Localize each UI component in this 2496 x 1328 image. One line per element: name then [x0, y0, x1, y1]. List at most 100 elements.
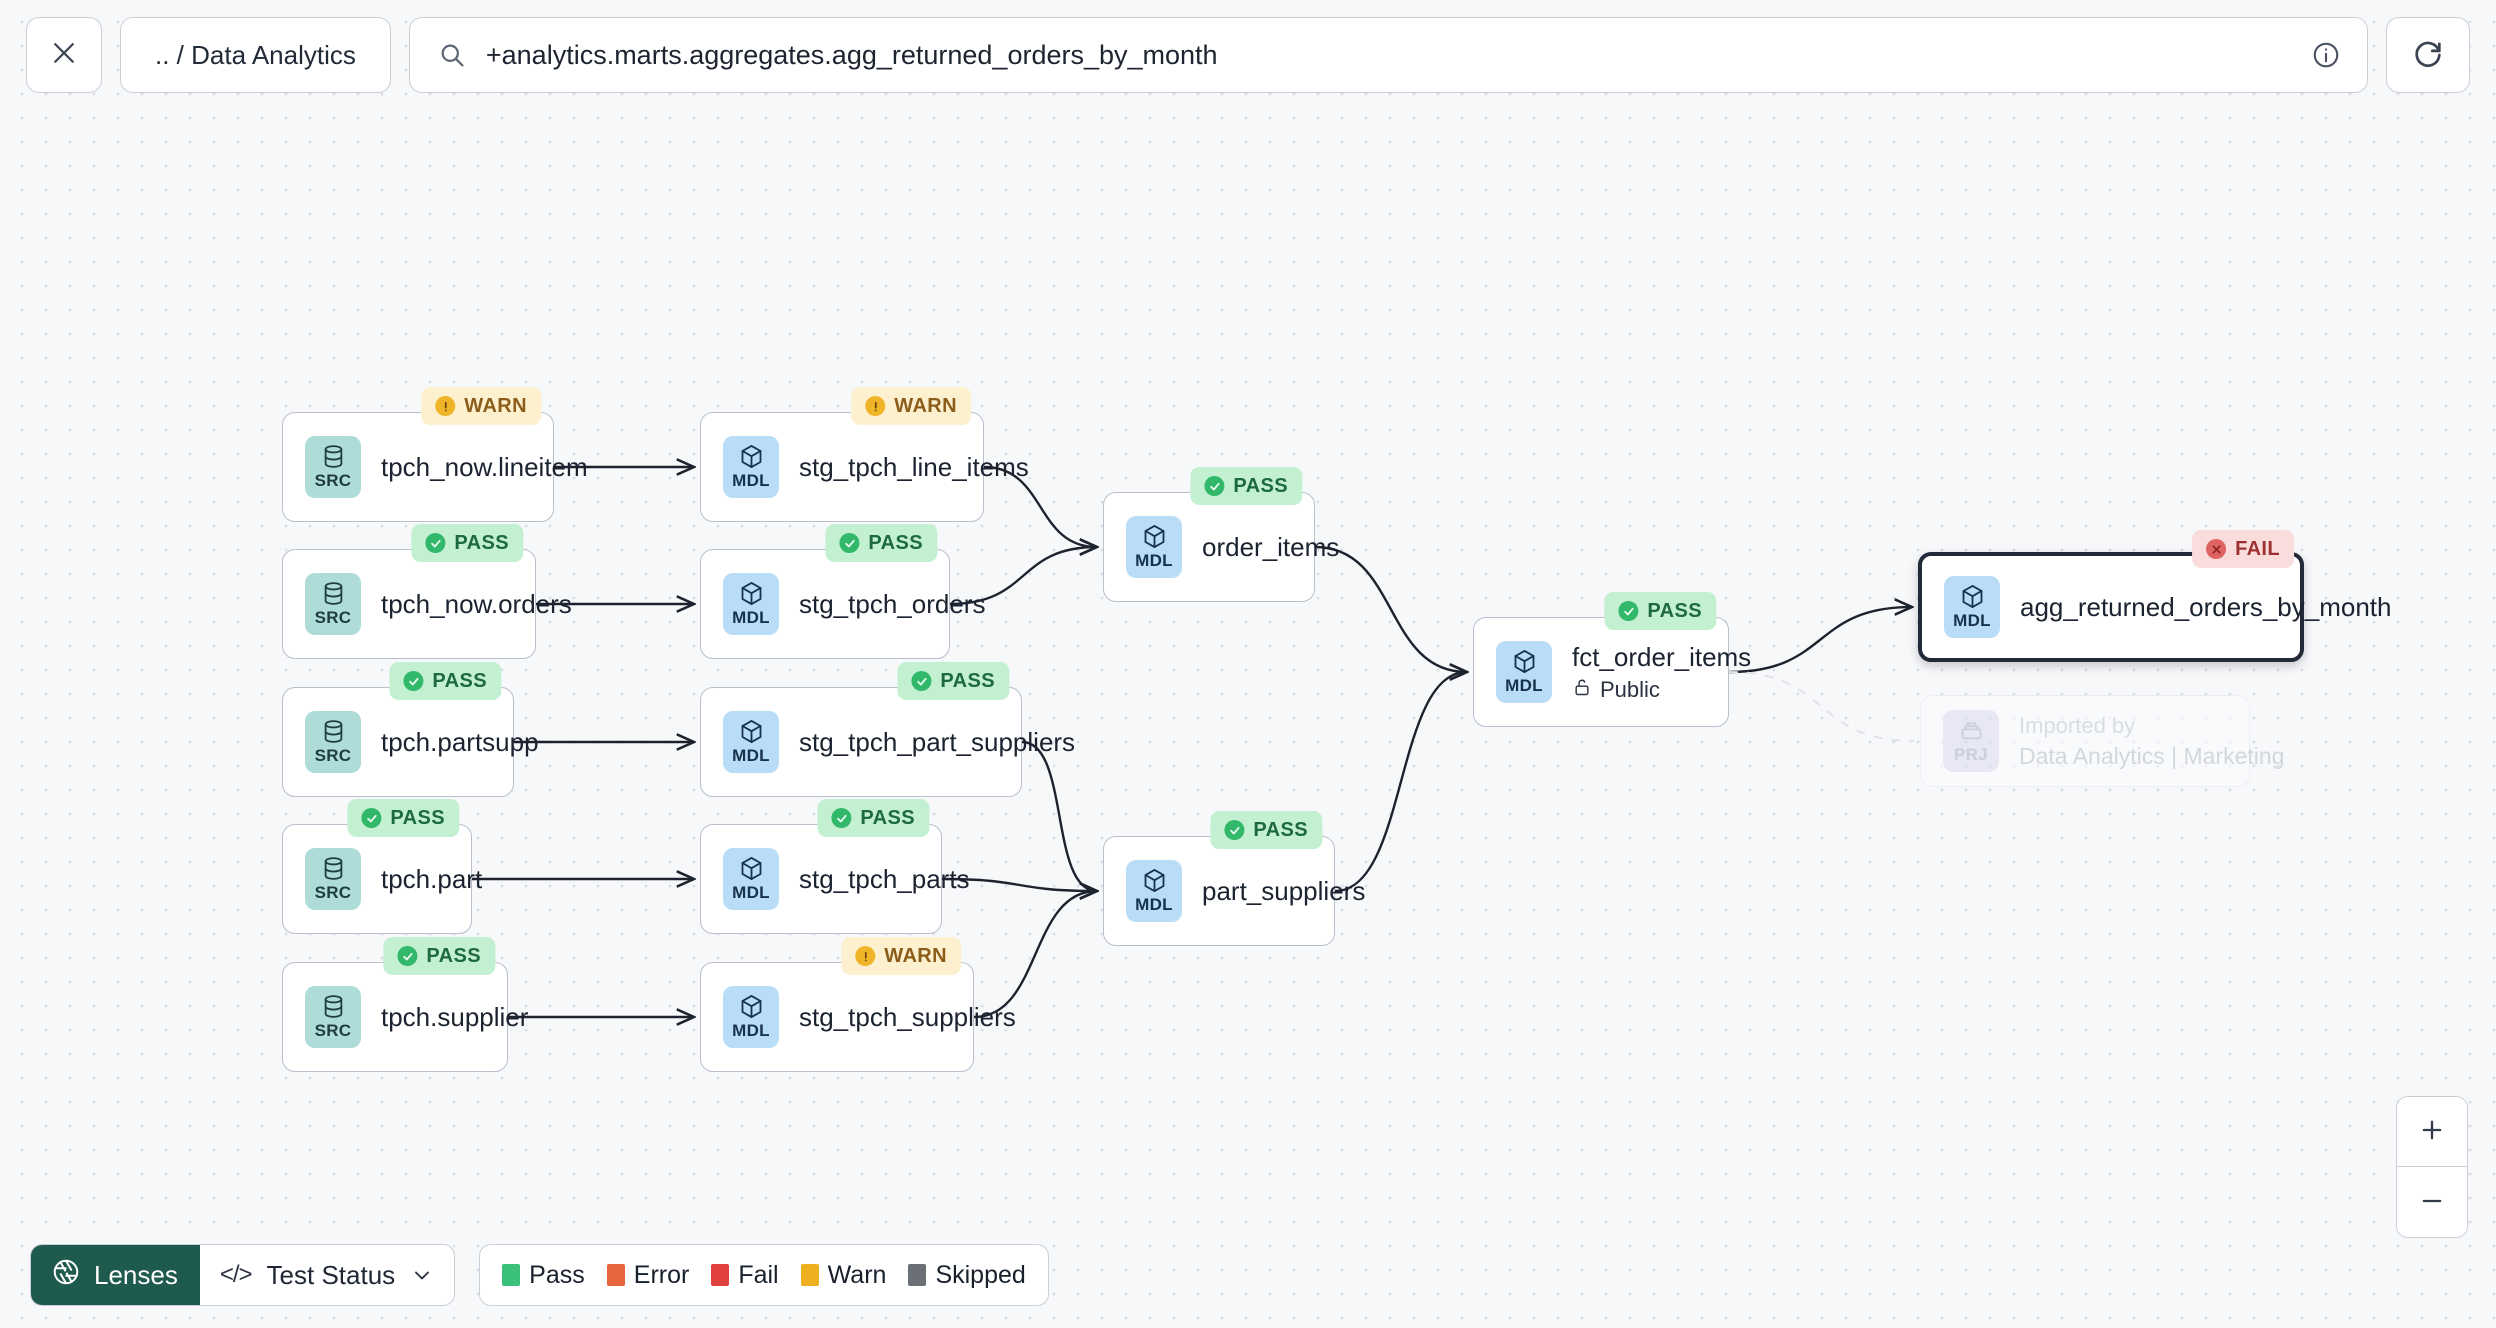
- legend-item-error[interactable]: Error: [606, 1260, 690, 1290]
- pass-status-icon: [425, 533, 446, 553]
- mdl-kind-icon: MDL: [1944, 576, 2000, 638]
- node-body: stg_tpch_suppliers: [799, 1001, 1016, 1033]
- node-pretitle: Imported by: [2019, 712, 2136, 738]
- graph-node-tpch_part[interactable]: SRC tpch.part PASS: [282, 799, 483, 934]
- status-badge-label: PASS: [390, 806, 445, 829]
- status-badge-label: PASS: [860, 806, 915, 829]
- status-badge-pass: PASS: [389, 662, 501, 700]
- legend-item-fail[interactable]: Fail: [711, 1261, 779, 1290]
- node-title: stg_tpch_line_items: [799, 451, 1029, 482]
- info-icon[interactable]: [2311, 40, 2341, 70]
- edge-fct_order_items-to-agg_returned_orders_by_month: [1728, 607, 1912, 674]
- status-badge-pass: PASS: [1190, 467, 1302, 505]
- pass-status-icon: [839, 533, 860, 553]
- legend-label: Warn: [827, 1260, 887, 1289]
- legend-item-skipped[interactable]: Skipped: [908, 1260, 1026, 1290]
- status-badge-pass: PASS: [1210, 811, 1322, 849]
- edge-order_items-to-fct_order_items: [1314, 545, 1467, 672]
- lenses-button[interactable]: Lenses: [31, 1245, 200, 1305]
- node-title: order_items: [1202, 531, 1340, 562]
- status-badge-label: FAIL: [2235, 537, 2280, 560]
- edge-part_suppliers-to-fct_order_items: [1334, 672, 1467, 893]
- legend-label: Error: [633, 1260, 690, 1289]
- graph-node-stg_tpch_suppliers[interactable]: MDL stg_tpch_suppliers WARN: [700, 937, 1016, 1072]
- pass-status-icon: [831, 808, 852, 828]
- search-bar[interactable]: +analytics.marts.aggregates.agg_returned…: [408, 17, 2368, 93]
- graph-node-tpch_partsupp[interactable]: SRC tpch.partsupp PASS: [282, 662, 539, 797]
- warn-status-icon: [855, 946, 876, 966]
- warn-status-icon: [865, 396, 886, 416]
- status-badge-label: PASS: [1233, 474, 1288, 497]
- node-body: stg_tpch_orders: [799, 589, 985, 620]
- status-badge-label: PASS: [432, 669, 487, 692]
- node-title: tpch.supplier: [381, 1001, 529, 1032]
- legend-item-warn[interactable]: Warn: [800, 1260, 887, 1290]
- graph-node-stg_tpch_parts[interactable]: MDL stg_tpch_parts PASS: [700, 799, 970, 934]
- node-body: tpch.part: [381, 863, 483, 895]
- pass-status-icon: [361, 808, 382, 828]
- zoom-in-button[interactable]: [2397, 1097, 2467, 1167]
- status-badge-pass: PASS: [825, 524, 937, 562]
- node-title: tpch.part: [381, 863, 483, 894]
- node-subtitle: Public: [1572, 677, 1728, 703]
- mdl-kind-icon: MDL: [723, 986, 779, 1048]
- status-badge-label: PASS: [454, 531, 509, 554]
- graph-node-agg_returned_orders_by_month[interactable]: MDL agg_returned_orders_by_month FAIL: [1918, 530, 2391, 662]
- pass-status-icon: [1618, 601, 1639, 621]
- status-badge-label: PASS: [868, 531, 923, 554]
- pass-status-icon: [403, 671, 424, 691]
- close-button[interactable]: [26, 17, 102, 93]
- search-input[interactable]: +analytics.marts.aggregates.agg_returned…: [485, 39, 1218, 70]
- breadcrumb[interactable]: .. / Data Analytics: [120, 17, 391, 93]
- search-icon: [438, 41, 466, 69]
- node-title: tpch.partsupp: [381, 726, 539, 757]
- node-body: order_items: [1202, 531, 1340, 563]
- node-title: fct_order_items: [1572, 641, 1752, 672]
- pass-status-icon: [1204, 476, 1225, 496]
- zoom-out-button[interactable]: [2397, 1167, 2467, 1237]
- legend-swatch: [606, 1264, 625, 1286]
- status-badge-label: PASS: [940, 669, 995, 692]
- code-icon: </>: [219, 1261, 253, 1288]
- legend-swatch: [711, 1264, 730, 1286]
- status-badge-label: WARN: [894, 394, 957, 417]
- node-body: part_suppliers: [1202, 875, 1366, 907]
- plus-icon: [2418, 1116, 2446, 1147]
- node-body: agg_returned_orders_by_month: [2020, 592, 2391, 623]
- status-badge-label: WARN: [884, 944, 947, 967]
- unlock-icon: [1572, 677, 1592, 703]
- lens-select[interactable]: </> Test Status: [199, 1245, 455, 1305]
- status-badge-pass: PASS: [411, 524, 523, 562]
- chevron-down-icon: [410, 1263, 434, 1287]
- status-badge-pass: PASS: [817, 799, 929, 837]
- legend-swatch: [908, 1264, 927, 1286]
- legend-item-pass[interactable]: Pass: [502, 1261, 585, 1290]
- node-title: stg_tpch_parts: [799, 863, 970, 894]
- node-title: stg_tpch_suppliers: [799, 1001, 1016, 1032]
- src-kind-icon: SRC: [305, 436, 361, 498]
- legend-swatch: [800, 1264, 819, 1286]
- refresh-button[interactable]: [2386, 17, 2470, 93]
- node-body: tpch.partsupp: [381, 726, 539, 758]
- legend-label: Skipped: [935, 1260, 1026, 1289]
- node-title: part_suppliers: [1202, 875, 1366, 906]
- status-badge-pass: PASS: [347, 799, 459, 837]
- node-body: tpch.supplier: [381, 1001, 529, 1033]
- src-kind-icon: SRC: [305, 711, 361, 773]
- src-kind-icon: SRC: [305, 848, 361, 910]
- node-subtitle-label: Public: [1600, 676, 1660, 702]
- mdl-kind-icon: MDL: [723, 848, 779, 910]
- node-body: tpch_now.lineitem: [381, 452, 588, 483]
